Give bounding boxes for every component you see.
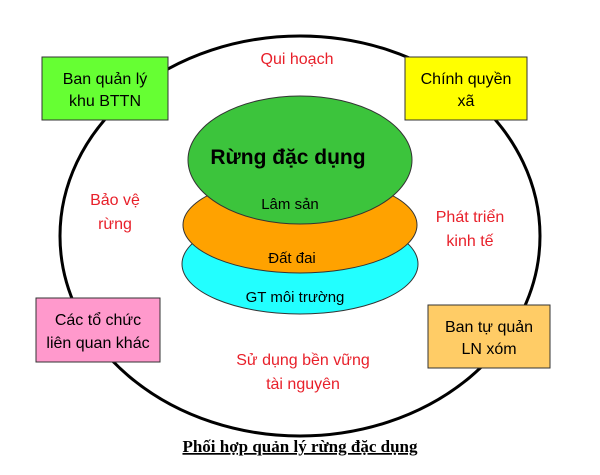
caption: Phối hợp quản lý rừng đặc dụng <box>182 437 418 456</box>
center-title: Rừng đặc dụng <box>210 146 365 169</box>
box-top-left-line2: khu BTTN <box>69 93 141 110</box>
box-top-left-line1: Ban quản lý <box>63 71 148 88</box>
box-top-left <box>41 56 169 121</box>
layer1-label: Lâm sản <box>261 196 319 213</box>
label-left-line2: rừng <box>98 216 132 233</box>
layer3-label: GT môi trường <box>246 289 345 306</box>
box-bottom-right <box>427 304 551 369</box>
box-top-right-line2: xã <box>458 93 475 110</box>
box-bottom-left-line2: liên quan khác <box>46 335 149 352</box>
box-top-right <box>404 56 528 121</box>
label-top: Qui hoạch <box>261 51 334 68</box>
label-left-line1: Bảo vệ <box>90 192 140 209</box>
label-right-line2: kinh tế <box>446 233 493 250</box>
outer-circle <box>58 34 542 438</box>
box-bottom-right-line1: Ban tự quản <box>445 319 533 336</box>
box-bottom-left <box>35 297 161 363</box>
box-top-right-line1: Chính quyền <box>421 71 512 88</box>
label-right-line1: Phát triển <box>436 208 504 226</box>
box-bottom-left-line1: Các tổ chức <box>55 311 141 329</box>
layer2-label: Đất đai <box>268 250 316 267</box>
label-bottom-line2: tài nguyên <box>266 376 340 393</box>
label-bottom-line1: Sử dụng bền vững <box>236 352 370 369</box>
green-layer <box>187 95 413 225</box>
box-bottom-right-line2: LN xóm <box>461 341 516 358</box>
